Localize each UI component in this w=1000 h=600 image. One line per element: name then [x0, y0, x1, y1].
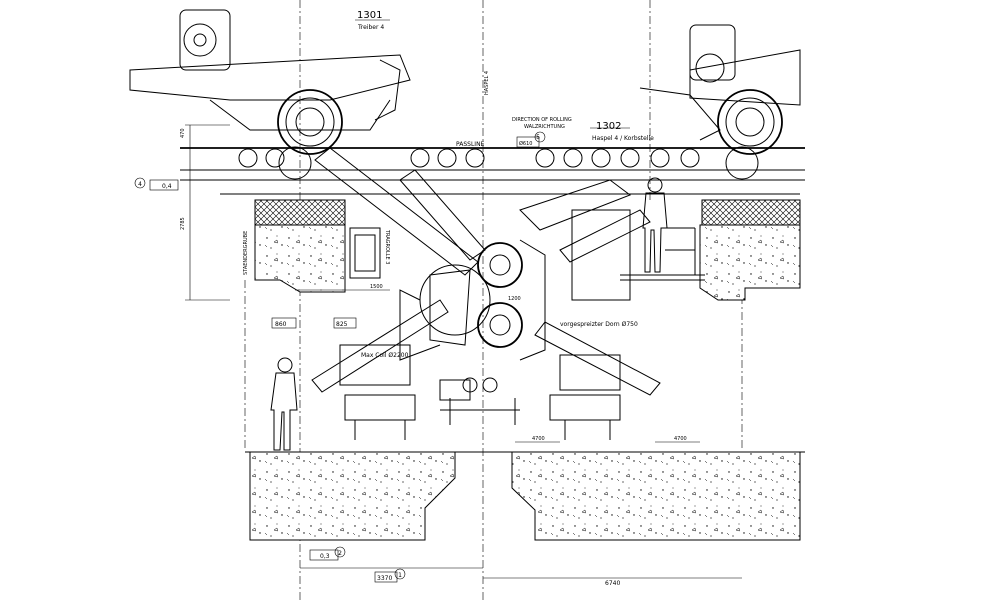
lower-supports [339, 344, 621, 440]
driver-left [129, 9, 411, 180]
right-platform [571, 209, 705, 301]
dim-6740-label: 6740 [605, 580, 620, 587]
pressed-dorn-label: vorgespreizter Dorn Ø750 [560, 321, 638, 328]
treiber-label: Treiber 4 [357, 24, 384, 31]
direction-en-label: DIRECTION OF ROLLING [512, 117, 572, 123]
ref-4-label: 4 [138, 181, 142, 188]
ref-2-label: 2 [338, 550, 342, 557]
ref-1-label: 1 [398, 572, 402, 579]
dim-470-label: 470 [180, 128, 186, 138]
driver-right [639, 24, 801, 180]
haspel-label: Haspel 4 / Korbstelle [592, 135, 654, 142]
passline-label: PASSLINE [456, 141, 485, 148]
haspel-vertical-label: HASPEL 4 [484, 71, 490, 95]
dim-1200-label: 1200 [508, 296, 521, 302]
ref-1302-label: 1302 [596, 121, 621, 132]
direction-de-label: WALZRICHTUNG [524, 124, 565, 130]
foundation-upper-right [699, 199, 801, 301]
dim-2785-label: 2785 [180, 217, 186, 230]
dim-4700a-label: 4700 [532, 436, 545, 442]
tragrolle-label: TRAGROLLE 3 [384, 229, 390, 264]
box-top-label: Ø610 [519, 140, 532, 147]
coiler [399, 239, 546, 425]
ref-1301-label: 1301 [357, 10, 382, 21]
worker-left-icon [270, 357, 298, 451]
callouts [134, 19, 630, 583]
worker-right-icon [642, 177, 668, 273]
box-bottom1-label: 0,3 [320, 553, 330, 560]
staendergrube-label: STAENDERGRUBE [243, 231, 249, 275]
dim-1500-label: 1500 [370, 284, 383, 290]
max-coil-label: Max Coil Ø2200 [361, 352, 409, 359]
ref-5-label: 5 [536, 134, 540, 141]
foundation-bottom [245, 451, 805, 541]
shaft-box [349, 227, 381, 279]
box-left-label: 0,4 [162, 183, 172, 190]
dimension-lines [185, 124, 742, 579]
box-bottom2-label: 3370 [377, 575, 392, 582]
foundation-upper-left [254, 199, 346, 293]
box-825-label: 825 [336, 321, 348, 328]
dim-4700b-label: 4700 [674, 436, 687, 442]
box-860-label: 860 [275, 321, 287, 328]
passline-conveyor [180, 147, 805, 195]
